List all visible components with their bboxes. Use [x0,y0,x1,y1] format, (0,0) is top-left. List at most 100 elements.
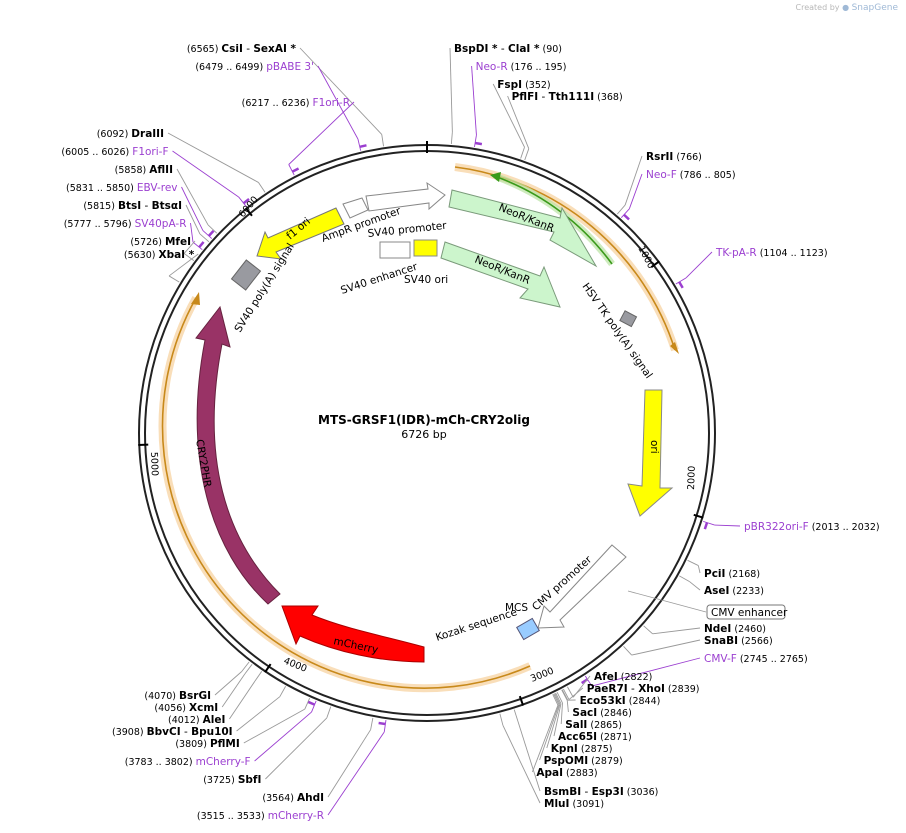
primer-mark [703,522,709,530]
site-leader [327,729,372,798]
restriction-site-label: (5630) XbaI * [124,249,195,261]
cmv-promoter-arrow [537,544,627,629]
site-leader [631,639,701,656]
site-leader [288,164,295,176]
primer-mark [378,721,386,726]
restriction-site-label: SacI (2846) [572,707,631,719]
site-leader [643,625,653,635]
site-leader [383,720,387,733]
site-leader [299,47,383,135]
sv40-promoter-top-arrow [365,181,446,212]
restriction-site-label: Eco53kI (2844) [580,695,661,707]
primer-label: (6005 .. 6026) F1ori-F [61,146,168,158]
sv40-ori-box [413,239,438,257]
mcs-label: MCS [505,602,528,614]
site-leader [311,700,317,713]
site-leader [254,711,312,762]
site-leader [531,704,559,773]
restriction-site-label: ApaI (2883) [536,767,597,779]
site-leader [181,186,204,231]
site-leader [679,575,691,583]
site-leader [568,687,584,700]
site-leader [552,694,559,706]
site-leader [238,196,247,207]
primer-mark [198,241,205,248]
site-leader [183,240,196,254]
site-leader [183,253,195,261]
restriction-site-label: (3809) PflMI [175,738,239,750]
site-leader [288,101,355,165]
sv40-enhancer-box [379,241,411,259]
primer-label: (5831 .. 5850) EBV-rev [66,182,178,194]
site-leader [539,704,560,761]
orange-arc-1-head [670,342,679,354]
ori-label: ori [648,440,660,454]
site-leader [675,277,687,285]
credit-prefix: Created by [795,3,840,12]
site-leader [317,65,359,140]
primer-label: (3515 .. 3533) mCherry-R [197,810,324,822]
site-leader [524,148,530,161]
restriction-site-label: (3908) BbvCI - Bpu10I [112,726,233,738]
site-leader [556,691,563,704]
site-leader [304,698,311,710]
restriction-site-label: PaeR7I - XhoI (2839) [587,683,700,695]
site-leader [168,275,180,283]
restriction-site-label: BspDI * - ClaI * (90) [454,43,562,55]
tick-label: 5000 [148,452,160,477]
site-leader [229,680,256,720]
ampr-promoter-arrow [342,197,369,219]
site-leader [471,65,477,136]
site-leader [697,565,701,574]
site-leader [554,693,561,705]
sv40-ori-label: SV40 ori [404,274,448,286]
primer-mark [623,213,630,221]
restriction-site-label: FspI (352) [497,79,550,91]
site-leader [221,673,246,708]
site-leader [190,222,194,243]
site-leader [499,713,504,726]
site-leader [207,224,218,234]
site-leader [546,704,561,749]
green-arc-head [490,172,501,182]
restriction-site-label: BsmBI - Esp3I (3036) [544,786,658,798]
site-leader [624,155,643,206]
primer-label: (3783 .. 3802) mCherry-F [125,756,251,768]
restriction-site-label: NdeI (2460) [704,623,766,635]
primer-label: TK-pA-R (1104 .. 1123) [715,247,828,259]
site-leader [620,208,630,219]
site-leader [561,689,568,701]
site-leader [567,686,574,698]
site-leader [474,134,477,147]
site-leader [243,708,306,744]
site-leader [199,233,210,243]
restriction-site-label: Acc65I (2871) [558,731,632,743]
site-leader [616,204,626,215]
tick-label: 2000 [686,466,698,491]
site-leader [327,731,385,816]
primer-mark [291,167,300,173]
cmv-enhancer-label: CMV enhancer [711,607,788,619]
site-labels: (6565) CsiI - SexAI *(6479 .. 6499) pBAB… [61,43,879,822]
neo-kanr-outer-arrow [448,189,598,268]
site-leader [566,700,569,713]
hsv-tk-polya-box [619,310,638,328]
cmv-enhancer-box [706,604,786,620]
site-leader [687,559,699,566]
restriction-site-label: (5815) BtsI - BtsαI [83,200,182,212]
restriction-site-label: SnaBI (2566) [704,635,773,647]
plasmid-title: MTS-GRSF1(IDR)-mCh-CRY2olig [318,413,530,427]
restriction-site-label: (3564) AhdI [262,792,324,804]
site-leader [703,520,715,526]
kozak-label: Kozak sequence [434,606,518,644]
restriction-site-label: RsrII (766) [646,151,702,163]
cry2phr-arrow [195,305,281,605]
site-leader [370,717,374,730]
site-leader [685,251,713,279]
cmv-enhancer-leader [627,590,707,613]
primer-mark [359,144,367,149]
orange-arc-2-head [191,292,200,305]
plasmid-length: 6726 bp [401,428,446,441]
snapgene-credit: Created by ● SnapGene [796,3,899,13]
